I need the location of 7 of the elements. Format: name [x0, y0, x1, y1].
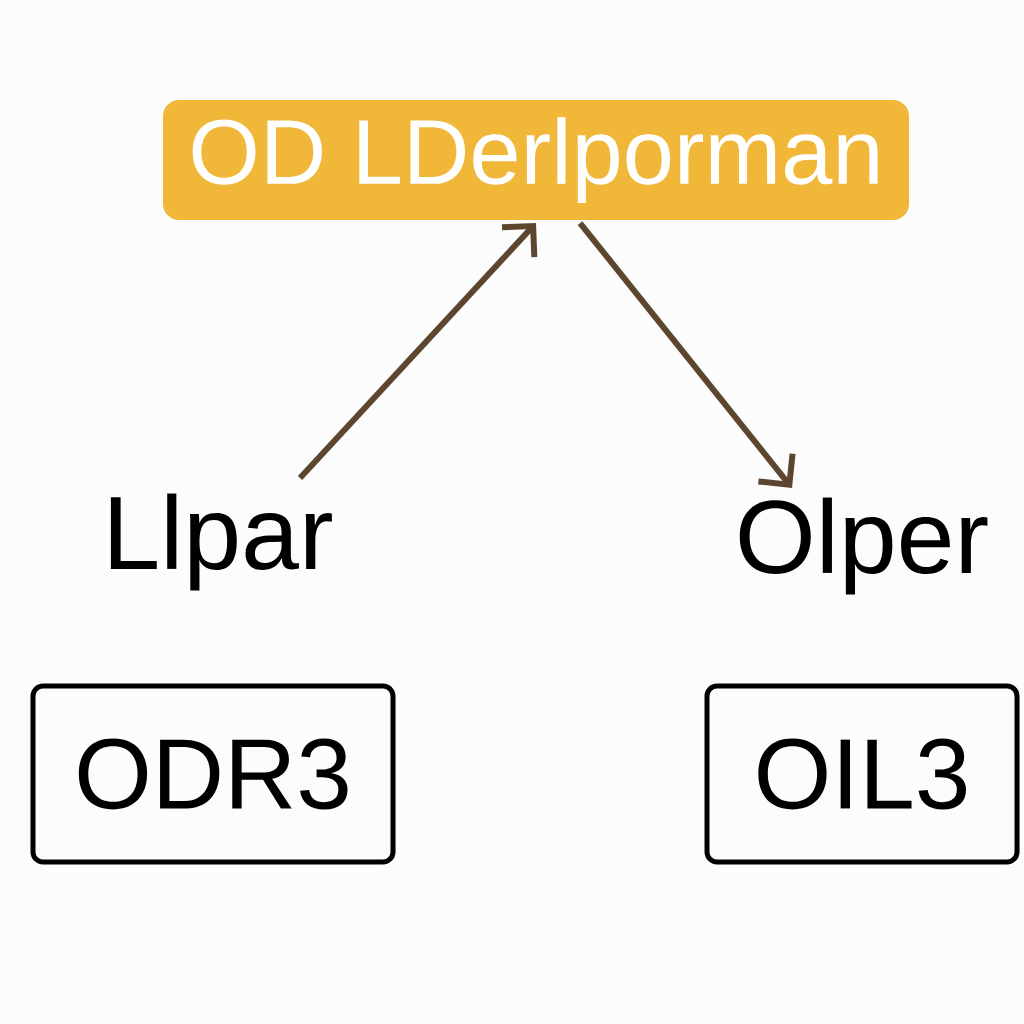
node-label: Llpar	[110, 493, 332, 591]
title-banner: OD LDerlporman	[163, 100, 909, 220]
labeled-box: ODR3	[30, 683, 396, 865]
node-label: Olper	[739, 497, 988, 595]
labeled-box: OIL3	[704, 683, 1020, 865]
arrow	[577, 221, 796, 488]
arrow	[297, 223, 538, 481]
